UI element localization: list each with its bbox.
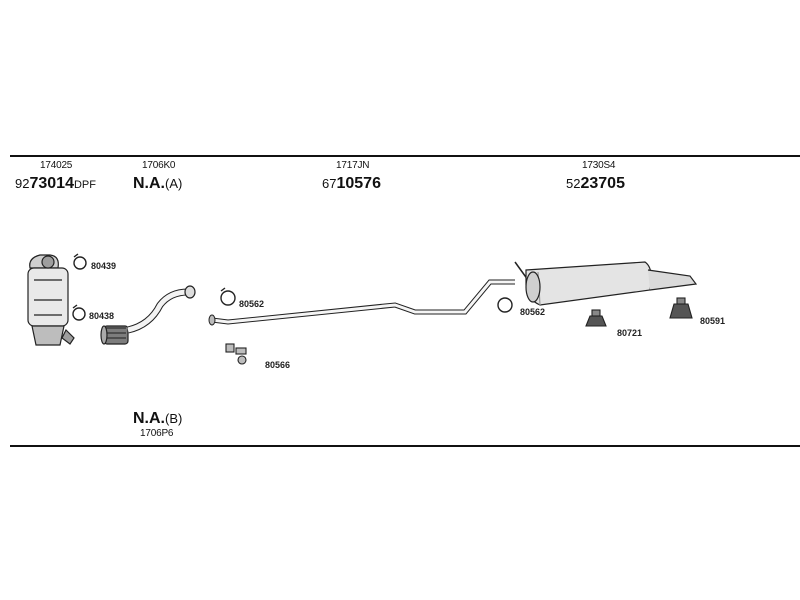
part-prefix: 92 [15, 176, 30, 191]
ref-col2: 1706K0 [142, 160, 176, 171]
part-main: 23705 [580, 175, 625, 192]
top-divider [10, 155, 800, 157]
bottom-divider [10, 445, 800, 447]
ref-col4: 1730S4 [582, 160, 616, 171]
clamp-80438 [72, 304, 86, 321]
label-clamp-pipe: 80562 [239, 299, 265, 309]
part-main: 73014 [29, 175, 74, 192]
part-suffix: (A) [165, 176, 183, 191]
hanger-80721 [585, 309, 607, 327]
clamp-80562-rear [497, 297, 513, 313]
label-clamp-rear: 80562 [520, 307, 546, 317]
footer-part-number: N.A.(B) [133, 410, 182, 428]
part-suffix: (B) [165, 411, 183, 426]
ref-col1: 174025 [40, 160, 73, 171]
part-prefix: 67 [322, 176, 337, 191]
clamp-80562 [220, 287, 236, 306]
ref-col3: 1717JN [336, 160, 370, 171]
part-number-col3: 6710576 [322, 175, 381, 193]
label-clamp-top: 80439 [91, 261, 117, 271]
part-main: N.A. [133, 175, 165, 192]
part-number-col4: 5223705 [566, 175, 625, 193]
label-bolt-kit: 80566 [265, 360, 291, 370]
part-number-col2: N.A.(A) [133, 175, 182, 193]
label-hanger-1: 80721 [617, 328, 643, 338]
front-pipe [100, 285, 196, 345]
part-number-col1: 9273014DPF [15, 175, 96, 193]
part-suffix: DPF [73, 179, 96, 191]
footer-ref: 1706P6 [140, 428, 174, 439]
middle-pipe [208, 279, 515, 326]
part-prefix: 52 [566, 176, 581, 191]
bolt-kit-80566 [225, 343, 247, 365]
label-hanger-2: 80591 [700, 316, 726, 326]
rear-muffler [514, 261, 698, 306]
dpf-filter [27, 254, 75, 346]
part-main: N.A. [133, 410, 165, 427]
label-clamp-mid: 80438 [89, 311, 115, 321]
hanger-80591 [669, 297, 693, 319]
clamp-80439 [73, 253, 87, 270]
part-main: 10576 [336, 175, 381, 192]
